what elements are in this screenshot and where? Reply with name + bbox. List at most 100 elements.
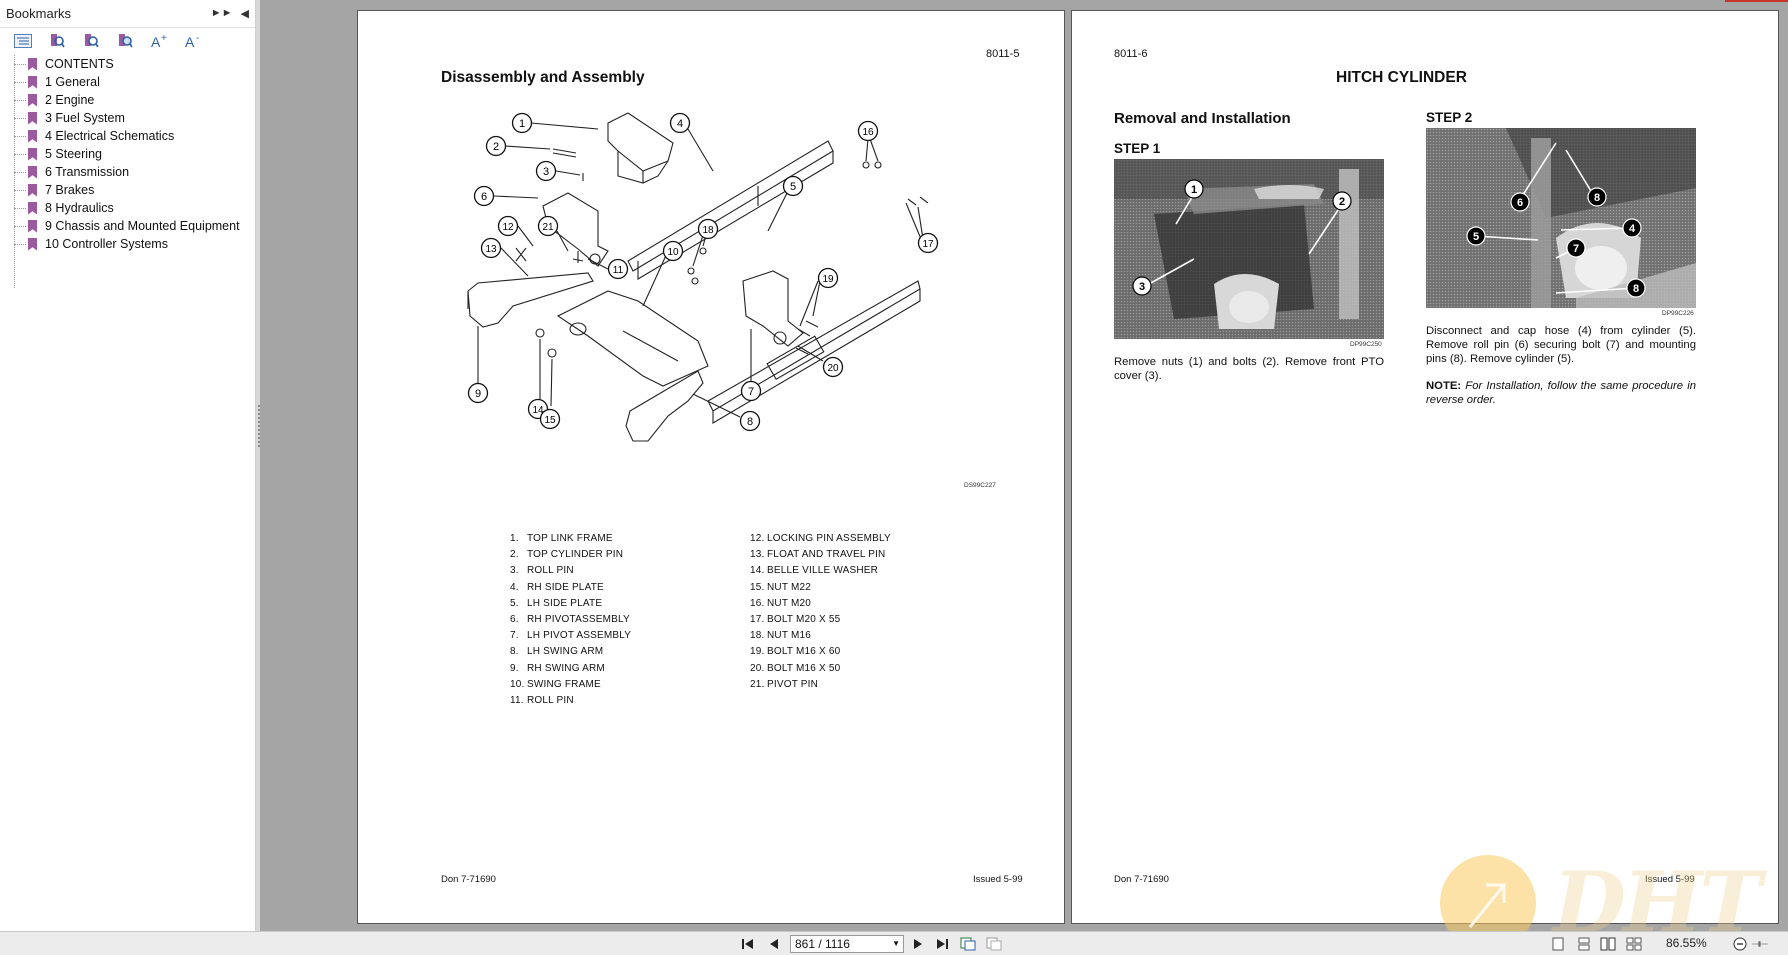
bookmark-brakes[interactable]: 7 Brakes <box>0 181 255 199</box>
increase-font-icon[interactable]: A+ <box>148 31 170 51</box>
bookmark-electrical-schematics[interactable]: 4 Electrical Schematics <box>0 127 255 145</box>
bookmark-tree: CONTENTS 1 General 2 Engine 3 Fuel Syste… <box>0 53 255 288</box>
step-2-photo: 6 8 5 4 7 8 <box>1426 128 1696 308</box>
chevron-down-icon[interactable]: ▼ <box>892 939 900 948</box>
next-view-icon[interactable] <box>986 936 1002 952</box>
callout-group: 1 2 3 4 5 6 7 8 9 10 11 12 13 14 15 16 1… <box>467 112 939 432</box>
svg-text:-: - <box>196 33 199 44</box>
bookmark-icon <box>28 75 37 89</box>
step-2-instructions: Disconnect and cap hose (4) from cylinde… <box>1426 325 1696 365</box>
facing-view-icon[interactable] <box>1600 936 1616 952</box>
svg-text:A: A <box>151 34 161 49</box>
bookmark-general[interactable]: 1 General <box>0 73 255 91</box>
decrease-font-icon[interactable]: A- <box>182 31 204 51</box>
bookmark-icon <box>28 57 37 71</box>
parts-list-item: 6.RH PIVOTASSEMBLY <box>510 614 630 626</box>
page-footer-issued: Issued 5-99 <box>973 874 1023 885</box>
svg-text:4: 4 <box>677 118 683 130</box>
svg-text:6: 6 <box>1517 197 1523 209</box>
photo-callout: 3 <box>1132 276 1152 296</box>
collapse-panel-icon[interactable]: ◀ <box>240 8 249 20</box>
expand-collapse-icon[interactable] <box>12 31 34 51</box>
bookmark-icon <box>28 111 37 125</box>
svg-text:16: 16 <box>862 127 874 138</box>
note-label: NOTE: <box>1426 380 1462 392</box>
bookmark-steering[interactable]: 5 Steering <box>0 145 255 163</box>
exploded-parts-diagram: 1 2 3 4 5 6 7 8 9 10 11 12 13 14 15 16 1… <box>467 112 939 442</box>
last-page-icon[interactable] <box>934 936 950 952</box>
previous-view-icon[interactable] <box>960 936 976 952</box>
callout-4: 4 <box>669 112 691 134</box>
bookmark-hydraulics[interactable]: 8 Hydraulics <box>0 199 255 217</box>
callout-8: 8 <box>739 410 761 432</box>
svg-text:20: 20 <box>827 363 839 374</box>
callout-18: 18 <box>697 218 719 240</box>
single-page-view-icon[interactable] <box>1550 936 1566 952</box>
bookmark-chassis[interactable]: 9 Chassis and Mounted Equipment <box>0 217 255 235</box>
callout-20: 20 <box>822 356 844 378</box>
zoom-out-icon[interactable] <box>1732 936 1748 952</box>
page-number: 8011-5 <box>986 48 1020 60</box>
bookmark-label: 8 Hydraulics <box>45 201 114 215</box>
bookmark-contents[interactable]: CONTENTS <box>0 55 255 73</box>
svg-text:5: 5 <box>1473 231 1479 243</box>
callout-16: 16 <box>857 120 879 142</box>
parts-list-item: 4.RH SIDE PLATE <box>510 581 604 593</box>
parts-list-item: 17.BOLT M20 X 55 <box>750 614 841 626</box>
svg-text:1: 1 <box>1191 184 1197 196</box>
svg-text:+: + <box>161 33 167 44</box>
parts-list-item: 11.ROLL PIN <box>510 695 574 707</box>
page-number-field[interactable]: 861 / 1116 ▼ <box>790 935 904 953</box>
bookmark-icon <box>28 129 37 143</box>
page-title: Disassembly and Assembly <box>441 69 645 86</box>
splitter-grip-icon[interactable] <box>258 405 260 447</box>
photo-callout: 6 <box>1510 192 1530 212</box>
svg-text:17: 17 <box>922 239 934 250</box>
bookmark-engine[interactable]: 2 Engine <box>0 91 255 109</box>
photo-callout: 8 <box>1626 278 1646 298</box>
continuous-view-icon[interactable] <box>1576 936 1592 952</box>
parts-list-item: 21.PIVOT PIN <box>750 678 819 690</box>
step-2-label: STEP 2 <box>1426 110 1473 125</box>
accent-strip <box>1725 0 1788 2</box>
zoom-slider[interactable] <box>1752 936 1768 952</box>
find-bookmark-icon[interactable] <box>46 31 68 51</box>
bookmark-controller-systems[interactable]: 10 Controller Systems <box>0 235 255 253</box>
bookmark-transmission[interactable]: 6 Transmission <box>0 163 255 181</box>
svg-text:5: 5 <box>790 181 796 193</box>
bookmarks-toolbar: A+ A- <box>0 28 255 53</box>
first-page-icon[interactable] <box>740 936 756 952</box>
parts-list-item: 3.ROLL PIN <box>510 565 574 577</box>
bookmark-label: 10 Controller Systems <box>45 237 168 251</box>
parts-list-item: 1.TOP LINK FRAME <box>510 533 613 544</box>
zoom-level[interactable]: 86.55% <box>1666 936 1707 950</box>
bookmark-fuel-system[interactable]: 3 Fuel System <box>0 109 255 127</box>
find-previous-bookmark-icon[interactable] <box>80 31 102 51</box>
bookmark-label: 6 Transmission <box>45 165 130 179</box>
next-page-icon[interactable] <box>910 936 926 952</box>
bookmarks-panel: Bookmarks ►► ◀ A+ A- <box>0 0 256 931</box>
parts-list-item: 9.RH SWING ARM <box>510 662 605 674</box>
figure-code: DS99C227 <box>964 482 996 489</box>
previous-page-icon[interactable] <box>766 936 782 952</box>
parts-list-column-1: 1.TOP LINK FRAME 2.TOP CYLINDER PIN 3.RO… <box>510 531 631 709</box>
parts-list-item: 2.TOP CYLINDER PIN <box>510 549 624 561</box>
bookmark-icon <box>28 201 37 215</box>
navigation-bar: 861 / 1116 ▼ 86.55% <box>0 931 1788 955</box>
callout-1: 1 <box>511 112 533 134</box>
parts-list-column-2: 12.LOCKING PIN ASSEMBLY 13.FLOAT AND TRA… <box>750 531 891 693</box>
continuous-facing-view-icon[interactable] <box>1626 936 1642 952</box>
callout-9: 9 <box>467 382 489 404</box>
panel-splitter[interactable] <box>256 0 260 931</box>
parts-list-item: 13.FLOAT AND TRAVEL PIN <box>750 549 886 561</box>
svg-text:18: 18 <box>702 225 714 236</box>
step-1-instructions: Remove nuts (1) and bolts (2). Remove fr… <box>1114 356 1384 382</box>
panel-options-icon[interactable]: ►► <box>210 7 233 19</box>
bookmark-label: 2 Engine <box>45 93 95 107</box>
parts-list-item: 20.BOLT M16 X 50 <box>750 662 841 674</box>
find-next-bookmark-icon[interactable] <box>114 31 136 51</box>
photo-callout: 8 <box>1587 187 1607 207</box>
bookmark-icon <box>28 147 37 161</box>
svg-text:19: 19 <box>822 274 834 285</box>
svg-text:4: 4 <box>1629 223 1636 235</box>
